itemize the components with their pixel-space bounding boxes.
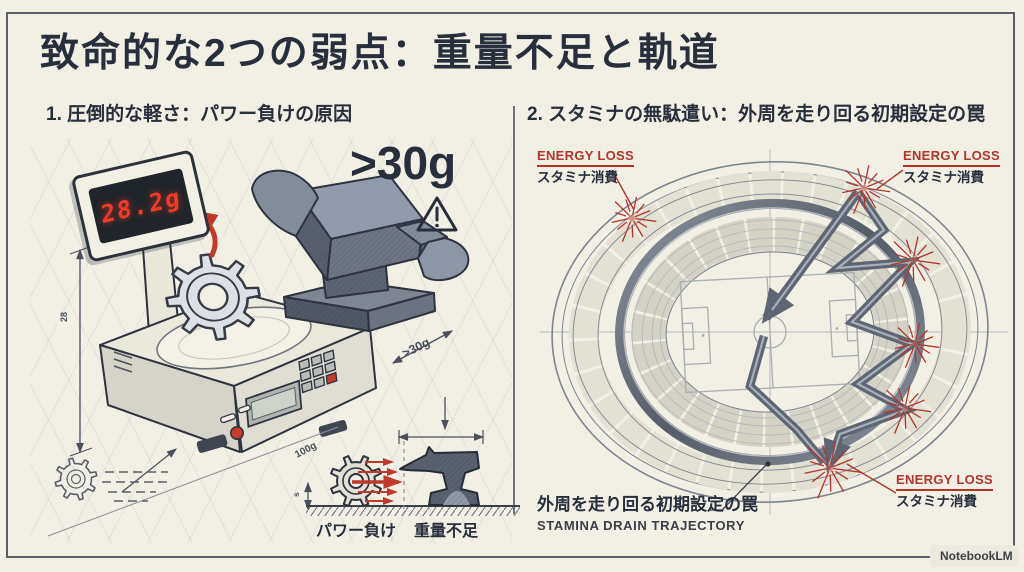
- stadium: [551, 161, 989, 503]
- trajectory-caption: 外周を走り回る初期設定の罠 STAMINA DRAIN TRAJECTORY: [537, 495, 758, 533]
- right-panel-heading: 2. スタミナの無駄遣い：外周を走り回る初期設定の罠: [527, 104, 986, 125]
- spark-icon: [894, 322, 940, 368]
- scale-display-value: 28.2g: [99, 182, 183, 230]
- notebooklm-watermark: NotebookLM: [930, 545, 1018, 567]
- spark-icon: [890, 236, 941, 287]
- scale-display-screen: 28.2g: [87, 167, 195, 245]
- left-panel-heading: 1. 圧倒的な軽さ：パワー負けの原因: [46, 104, 353, 125]
- inset-comparison: [306, 441, 520, 516]
- gear-on-scale: [165, 253, 261, 341]
- spark-icon: [883, 385, 932, 434]
- sketch-gear-icon: [54, 457, 98, 501]
- panel-divider: [513, 106, 515, 514]
- power-loss-label: パワー負け: [315, 523, 396, 540]
- spark-icon: [842, 165, 891, 214]
- inset-anvil: [399, 446, 480, 506]
- spark-icon: [804, 440, 862, 499]
- push-arrows-icon: [352, 458, 403, 505]
- spark-icon: [611, 196, 657, 242]
- scale-lcd: [245, 379, 303, 428]
- weight-threshold-label: >30g: [350, 137, 457, 189]
- label-leader-lines: [611, 169, 904, 494]
- svg-text:100g: 100g: [293, 440, 318, 460]
- anvil: [251, 169, 470, 332]
- weight-shortage-label: 重量不足: [413, 523, 478, 540]
- zigzag-trajectory: [745, 189, 921, 473]
- svg-text:>30g: >30g: [400, 335, 432, 361]
- scale-keypad: [298, 349, 338, 394]
- caption-leader-line: [708, 461, 771, 511]
- scale-red-button: [230, 425, 245, 440]
- energy-loss-label-top-right: ENERGY LOSS スタミナ消費: [903, 148, 1000, 185]
- svg-text:s: s: [291, 492, 301, 497]
- energy-loss-label-top-left: ENERGY LOSS スタミナ消費: [537, 148, 634, 185]
- svg-text:28: 28: [59, 312, 69, 322]
- energy-loss-label-bottom-right: ENERGY LOSS スタミナ消費: [896, 472, 993, 509]
- watermark-label: NotebookLM: [940, 549, 1013, 563]
- page-title: 致命的な2つの弱点：重量不足と軌道: [40, 32, 720, 75]
- warning-icon: [416, 196, 458, 232]
